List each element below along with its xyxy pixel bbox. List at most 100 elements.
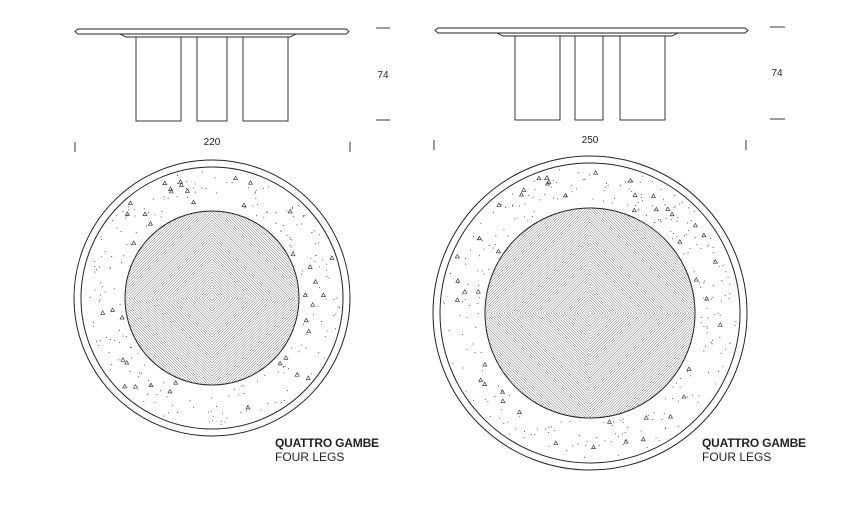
speckle bbox=[313, 279, 319, 284]
speckle bbox=[562, 192, 568, 198]
speckle bbox=[727, 276, 729, 278]
speckle bbox=[603, 421, 605, 423]
hatch-line bbox=[579, 302, 591, 314]
speckle bbox=[548, 445, 550, 447]
speckle bbox=[652, 419, 654, 421]
speckle bbox=[100, 255, 102, 257]
hatch-line bbox=[485, 312, 591, 418]
hatch-line bbox=[589, 208, 695, 314]
speckle bbox=[288, 367, 290, 369]
speckle bbox=[475, 289, 481, 294]
hatch-line bbox=[589, 211, 692, 314]
speckle bbox=[178, 182, 184, 187]
speckle bbox=[552, 180, 554, 182]
hatch-line bbox=[589, 208, 695, 314]
leg bbox=[242, 36, 289, 122]
hatch-line bbox=[485, 208, 591, 314]
speckle bbox=[283, 366, 285, 368]
speckle bbox=[550, 186, 552, 188]
speckle bbox=[729, 293, 731, 295]
hatch-line bbox=[589, 312, 695, 418]
hatch-line bbox=[172, 258, 213, 299]
speckle bbox=[677, 425, 679, 427]
hatch-line bbox=[211, 211, 299, 299]
hatch-line bbox=[211, 297, 223, 309]
hatch-line bbox=[211, 227, 283, 299]
speckle bbox=[289, 236, 291, 238]
speckle bbox=[153, 198, 155, 200]
speckle bbox=[679, 378, 681, 380]
speckle bbox=[302, 270, 304, 272]
speckle bbox=[679, 203, 681, 205]
hatch-line bbox=[154, 297, 213, 356]
speckle bbox=[480, 351, 482, 353]
elevation-250 bbox=[433, 26, 785, 150]
speckle bbox=[118, 329, 120, 331]
hatch-line bbox=[139, 225, 213, 299]
speckle bbox=[523, 430, 525, 432]
hatch-line bbox=[211, 297, 291, 377]
hatch-line bbox=[535, 258, 591, 314]
speckle bbox=[604, 440, 606, 442]
speckle bbox=[512, 205, 514, 207]
speckle bbox=[92, 326, 94, 328]
speckle bbox=[110, 339, 112, 341]
speckle bbox=[120, 357, 126, 362]
speckle bbox=[318, 242, 320, 244]
hatch-line bbox=[125, 297, 213, 385]
hatch-line bbox=[183, 297, 213, 327]
hatch-line bbox=[157, 243, 213, 299]
hatch-line bbox=[589, 208, 695, 314]
speckle bbox=[154, 402, 156, 404]
speckle bbox=[315, 254, 317, 256]
hatch-line bbox=[589, 312, 692, 415]
speckle bbox=[465, 257, 467, 259]
hatch-line bbox=[589, 208, 695, 314]
hatch-line bbox=[139, 297, 213, 371]
speckle bbox=[167, 412, 169, 414]
speckle bbox=[624, 439, 626, 441]
hatch-line bbox=[211, 232, 278, 299]
hatch-line bbox=[589, 208, 695, 314]
speckle bbox=[483, 248, 485, 250]
hatch-line bbox=[211, 297, 215, 301]
speckle bbox=[593, 170, 599, 175]
hatch-line bbox=[589, 312, 596, 319]
speckle bbox=[627, 177, 633, 183]
hatch-line bbox=[589, 312, 611, 334]
speckle bbox=[706, 299, 708, 301]
speckle bbox=[311, 232, 313, 234]
speckle bbox=[501, 204, 503, 206]
speckle bbox=[703, 350, 705, 352]
hatch-line bbox=[550, 273, 591, 314]
speckle bbox=[290, 238, 292, 240]
hatch-line bbox=[196, 282, 213, 299]
speckle bbox=[504, 207, 506, 209]
speckle bbox=[596, 436, 598, 438]
caption-250: QUATTRO GAMBE FOUR LEGS bbox=[702, 436, 806, 464]
hatch-line bbox=[537, 260, 591, 314]
speckle bbox=[695, 236, 697, 238]
speckle bbox=[544, 428, 546, 430]
speckle bbox=[470, 249, 472, 251]
speckle bbox=[118, 359, 120, 361]
hatch-line bbox=[582, 305, 591, 314]
hatch-line bbox=[125, 211, 213, 299]
inner-top bbox=[484, 207, 696, 419]
speckle bbox=[475, 326, 477, 328]
speckle bbox=[665, 206, 671, 211]
speckle bbox=[283, 372, 285, 374]
speckle bbox=[303, 216, 305, 218]
wood-hatching bbox=[485, 208, 695, 418]
speckle bbox=[665, 428, 667, 430]
hatch-line bbox=[589, 312, 679, 402]
speckle bbox=[711, 343, 713, 345]
hatch-line bbox=[589, 208, 695, 314]
hatch-line bbox=[501, 312, 591, 402]
hatch-line bbox=[589, 312, 695, 418]
speckle bbox=[516, 217, 518, 219]
hatch-line bbox=[165, 297, 213, 345]
hatch-line bbox=[485, 312, 591, 418]
speckle bbox=[515, 428, 517, 430]
hatch-line bbox=[496, 219, 591, 314]
